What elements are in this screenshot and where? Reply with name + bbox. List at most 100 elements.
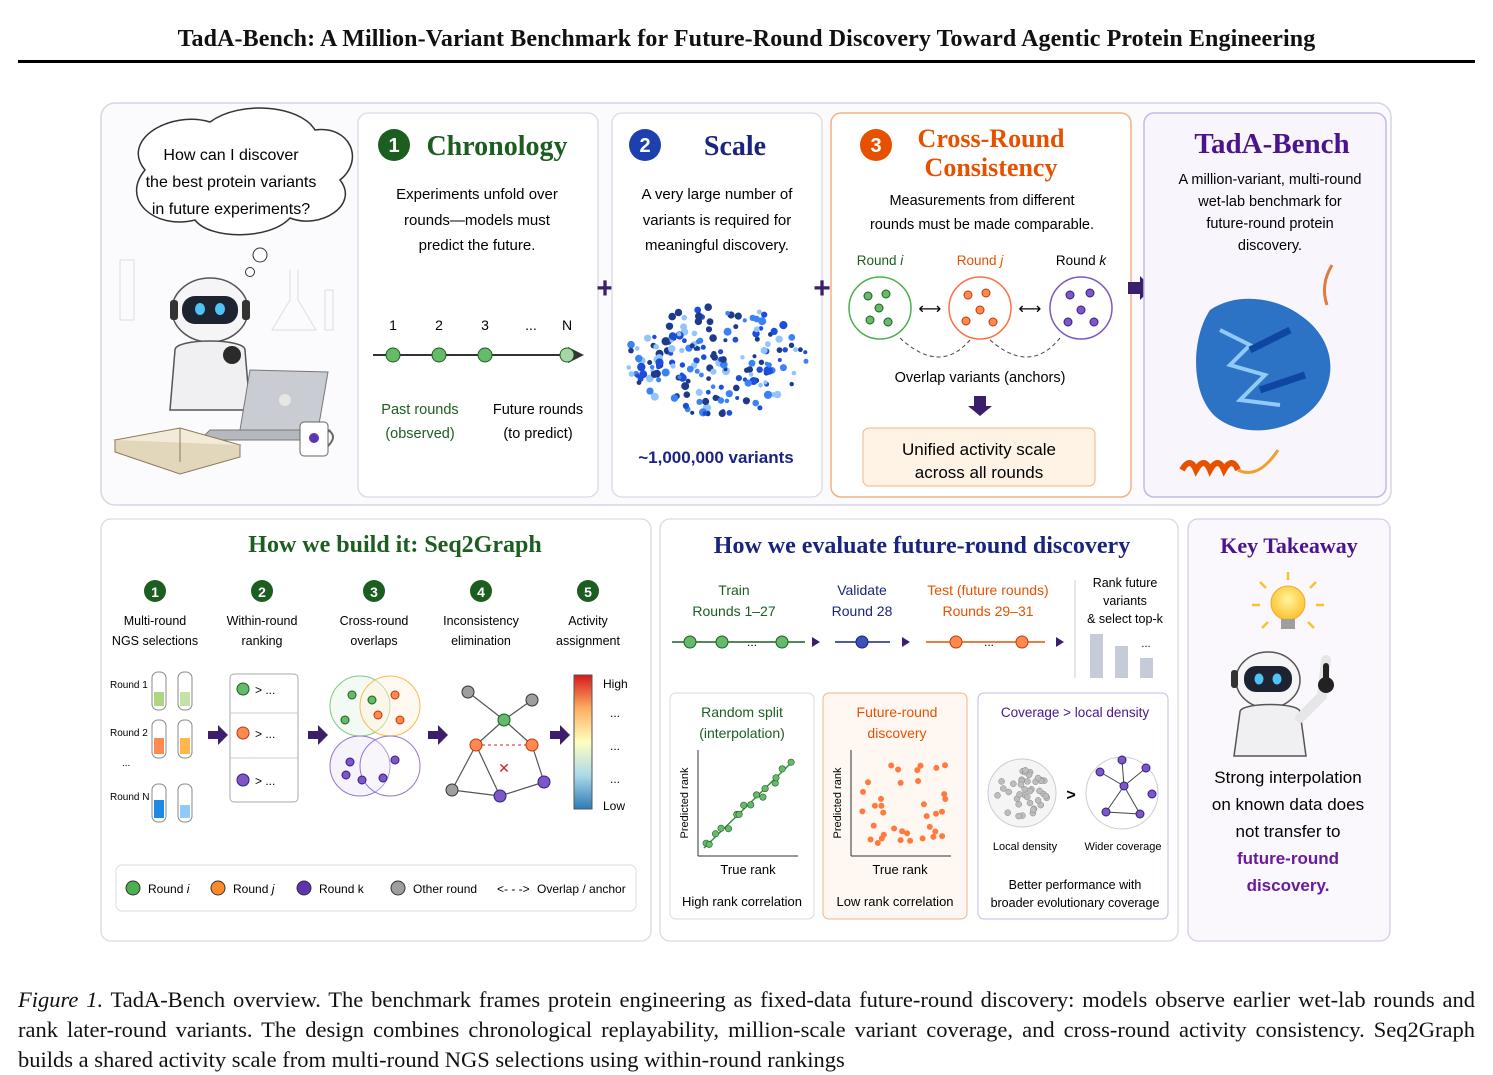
takeaway-line-3: not transfer to	[1236, 822, 1341, 841]
variant-dot	[791, 370, 797, 376]
unified-line-2: across all rounds	[915, 463, 1044, 482]
past-rounds-1: Past rounds	[381, 402, 458, 418]
variant-dot	[650, 365, 655, 370]
variant-dot	[710, 384, 716, 390]
step-3-num: 3	[370, 584, 378, 600]
future-point	[914, 767, 921, 774]
step-5-num: 5	[584, 584, 592, 600]
coverage-gt: >	[1066, 787, 1075, 804]
random-caption: High rank correlation	[682, 894, 802, 909]
step-5-num-badge	[577, 580, 599, 602]
chrono-tick-4: ...	[525, 317, 537, 333]
variant-dot	[627, 340, 635, 349]
variant-dot	[670, 394, 679, 402]
variant-dot	[763, 390, 773, 399]
tube-round-2: Round 2	[110, 728, 148, 739]
takeaway-highlight-1: future-round	[1237, 849, 1339, 868]
robot-icon	[169, 277, 251, 411]
future-point	[907, 837, 914, 844]
future-point	[932, 828, 939, 835]
variant-dot	[765, 341, 771, 347]
variant-dot	[718, 384, 724, 390]
test-dots: ...	[984, 635, 994, 649]
figure-caption: Figure 1. TadA-Bench overview. The bench…	[18, 985, 1475, 1075]
variant-dot	[639, 370, 648, 379]
variant-dot	[758, 382, 763, 388]
evaluate-panel: How we evaluate future-round discovery T…	[659, 518, 1179, 942]
robot-pointing-icon	[1231, 651, 1334, 757]
future-point	[878, 835, 885, 842]
round-i-label: Round i	[857, 253, 905, 268]
rank-future-2: variants	[1103, 594, 1147, 608]
variant-dot	[686, 365, 694, 373]
variant-dot	[650, 392, 659, 401]
variant-dot	[753, 315, 760, 323]
variant-dot	[757, 405, 763, 411]
variant-dot	[702, 411, 708, 416]
variant-dot	[734, 312, 742, 320]
variant-dot	[635, 354, 643, 363]
local-point	[1024, 778, 1031, 785]
variant-dot	[733, 324, 739, 330]
variant-dot	[752, 354, 757, 359]
local-density-label: Local density	[993, 841, 1058, 853]
variant-dot	[710, 368, 717, 375]
colorbar-dots-2: ...	[610, 739, 620, 753]
scale-num: 2	[639, 135, 650, 157]
variant-dot	[628, 347, 634, 354]
variant-dot	[679, 362, 686, 368]
random-point	[717, 824, 725, 832]
variant-dot	[740, 355, 745, 360]
future-point	[939, 808, 945, 815]
step-1-num-badge	[144, 580, 166, 602]
variant-dot	[699, 372, 704, 378]
variant-dot	[704, 303, 712, 311]
colorbar-dots-3: ...	[610, 772, 620, 786]
variant-dot	[695, 388, 703, 396]
future-point	[897, 837, 904, 844]
future-point	[939, 833, 946, 840]
legend-swatch-1	[125, 880, 141, 896]
step-4-num: 4	[477, 584, 485, 600]
random-point	[759, 793, 767, 801]
variant-dot	[798, 347, 803, 353]
coverage-title: Coverage > local density	[1001, 705, 1149, 720]
future-rounds-1: Future rounds	[493, 402, 583, 418]
local-point	[1026, 787, 1034, 795]
variant-dot	[719, 360, 728, 369]
future-point	[933, 810, 939, 817]
caption-text: TadA-Bench overview. The benchmark frame…	[18, 987, 1475, 1072]
variant-dot	[779, 321, 788, 330]
tada-desc-4: discovery.	[1238, 238, 1302, 254]
running-head: TadA-Bench: A Million-Variant Benchmark …	[177, 26, 1316, 52]
local-point	[1023, 793, 1031, 801]
step-arrow-4	[550, 725, 570, 745]
variant-dot	[803, 358, 809, 364]
random-point	[747, 801, 755, 809]
local-point	[1034, 774, 1042, 782]
local-point	[1004, 809, 1011, 816]
round-k-label: Round k	[1056, 253, 1108, 268]
variant-dot	[679, 347, 685, 353]
variant-dot	[646, 377, 652, 383]
variant-dot	[665, 322, 674, 330]
variant-dot	[637, 362, 646, 372]
step-4-num-badge	[470, 580, 492, 602]
random-ylabel: Predicted rank	[679, 767, 691, 838]
variant-cloud	[626, 303, 809, 418]
random-point	[735, 810, 743, 818]
local-point	[1015, 812, 1022, 820]
chronology-num: 1	[388, 135, 399, 157]
chronology-desc-1: Experiments unfold over	[396, 186, 558, 203]
local-point	[1000, 785, 1007, 792]
step-arrow-1	[208, 725, 228, 745]
takeaway-highlight-2: discovery.	[1247, 876, 1330, 895]
variant-dot	[626, 365, 632, 370]
future-point	[933, 764, 940, 771]
consistency-num: 3	[870, 135, 881, 157]
random-point	[761, 785, 769, 793]
future-point	[880, 809, 887, 816]
random-point	[778, 765, 786, 773]
future-point	[895, 766, 902, 773]
